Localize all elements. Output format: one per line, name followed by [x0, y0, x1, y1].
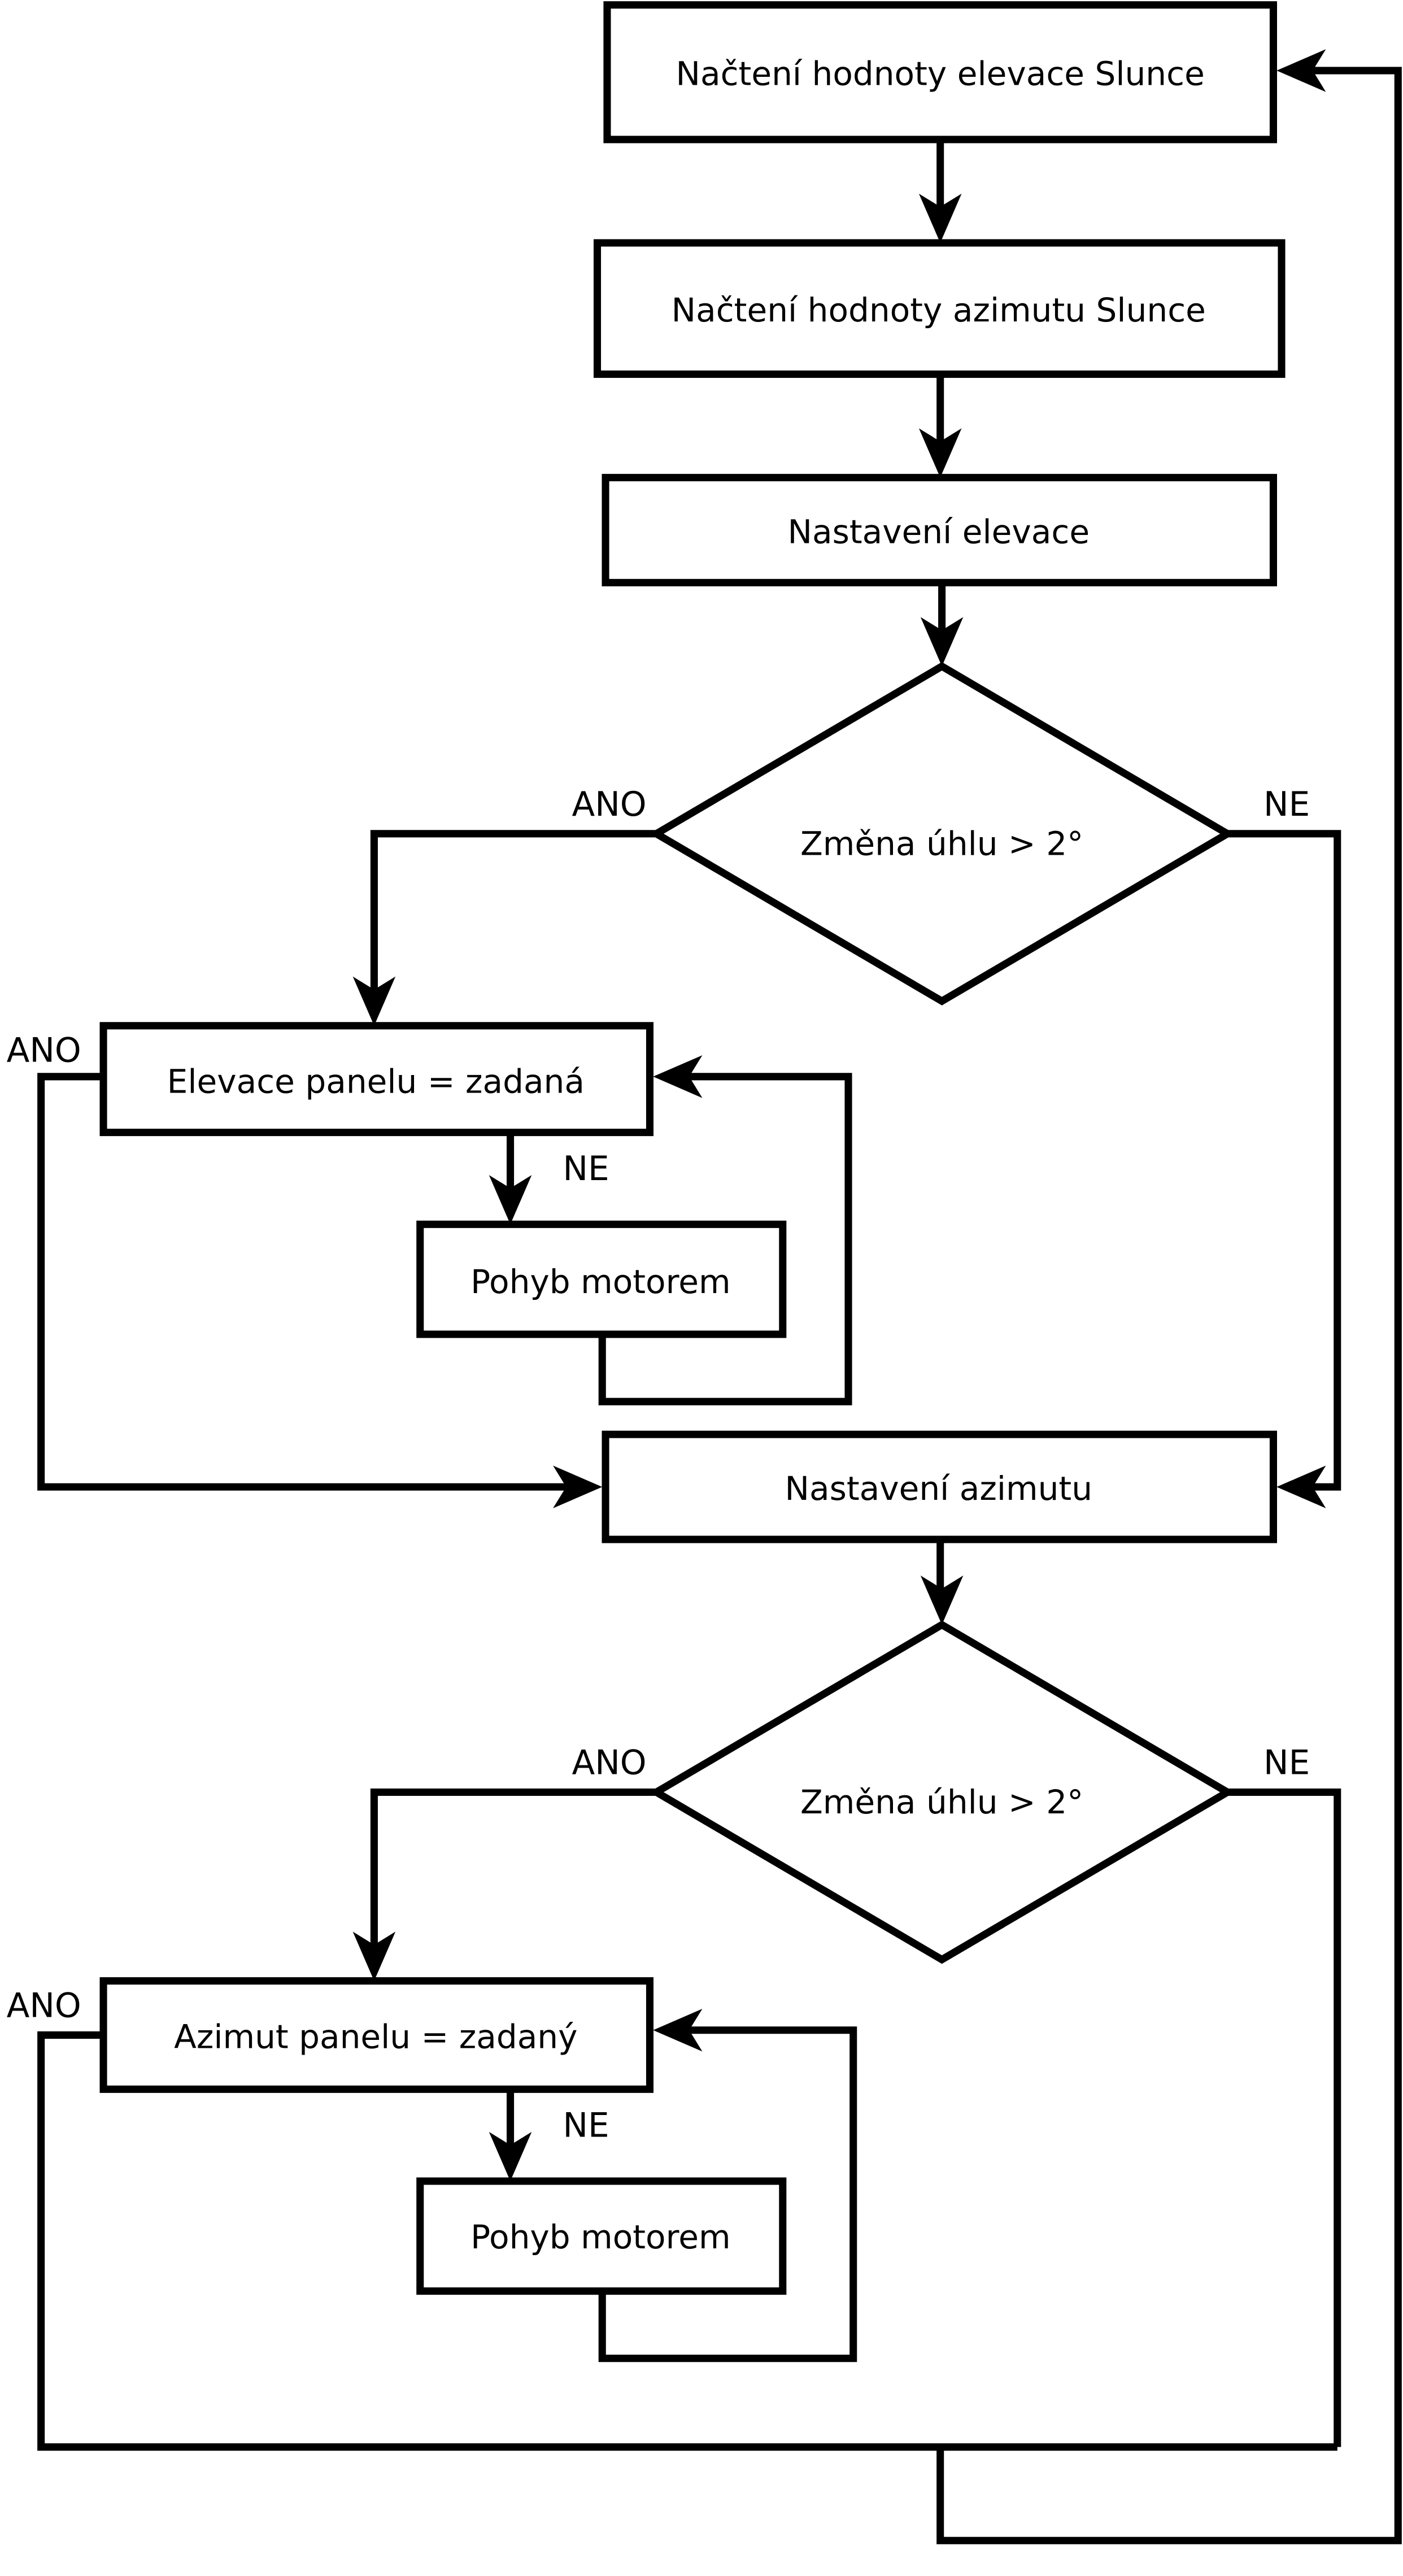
arrowhead-into-read-azimuth	[918, 193, 962, 243]
node-azimuth-equal-label: Azimut panelu = zadaný	[174, 2017, 577, 2056]
branch-label-ne-elevation-equal: NE	[563, 1150, 609, 1189]
node-set-elevation-label: Nastavení elevace	[788, 512, 1090, 551]
edge-decision-azimuth-no	[1227, 1788, 1341, 2447]
node-decision-elevation-label: Změna úhlu > 2°	[800, 824, 1083, 863]
edge-motor-azimuth-loop-back	[598, 2026, 857, 2362]
node-read-elevation-label: Načtení hodnoty elevace Slunce	[676, 55, 1205, 93]
node-set-azimuth-label: Nastavení azimutu	[785, 1469, 1092, 1508]
arrowhead-into-read-elevation	[1276, 49, 1326, 92]
branch-label-ano-azimuth-equal: ANO	[7, 1986, 81, 2025]
edge-feedback-to-start	[936, 67, 1402, 2544]
node-elevation-equal-box	[99, 1022, 654, 1137]
node-set-azimuth-box	[602, 1430, 1277, 1543]
node-elevation-equal-label: Elevace panelu = zadaná	[167, 1063, 585, 1101]
branch-label-ano-decision-elevation: ANO	[572, 785, 647, 824]
edge-azimuth-equal-ano-bottom	[37, 2031, 1337, 2451]
edge-decision-azimuth-yes	[370, 1788, 657, 1948]
node-decision-azimuth-diamond	[649, 1620, 1235, 1964]
arrowhead-into-motor-azimuth	[489, 2131, 532, 2182]
edge-elevation-equal-ano-to-set-azimuth	[37, 1073, 567, 1491]
arrowhead-into-elevation-equal-right	[653, 1055, 703, 1098]
node-read-azimuth-box	[593, 239, 1286, 378]
arrowhead-into-azimuth-equal-right	[653, 2008, 703, 2052]
node-motor-azimuth-label: Pohyb motorem	[470, 2218, 730, 2256]
node-decision-elevation-diamond	[649, 662, 1235, 1006]
arrowhead-into-set-azimuth-right	[1276, 1465, 1326, 1508]
node-motor-elevation-label: Pohyb motorem	[470, 1263, 730, 1301]
branch-label-ne-decision-elevation: NE	[1263, 785, 1310, 824]
edge-decision-elevation-yes	[370, 830, 657, 993]
node-read-elevation-box	[603, 1, 1277, 143]
arrowhead-into-decision-azimuth	[920, 1575, 964, 1625]
branch-label-ano-decision-azimuth: ANO	[572, 1744, 647, 1783]
branch-label-ne-azimuth-equal: NE	[563, 2107, 609, 2146]
arrowhead-into-set-elevation	[918, 428, 962, 478]
arrowhead-into-azimuth-equal-top	[352, 1931, 396, 1981]
node-set-elevation-box	[602, 473, 1277, 586]
edge-decision-elevation-no	[1227, 830, 1341, 1491]
node-motor-elevation-box	[416, 1220, 787, 1338]
edge-motor-elevation-loop-back	[598, 1073, 852, 1406]
node-azimuth-equal-box	[99, 1977, 654, 2093]
branch-label-ano-elevation-equal: ANO	[7, 1032, 81, 1071]
node-read-azimuth-label: Načtení hodnoty azimutu Slunce	[672, 291, 1206, 329]
node-motor-azimuth-box	[416, 2177, 787, 2295]
arrowhead-into-decision-elevation	[920, 617, 964, 667]
arrowhead-into-motor-elevation	[489, 1175, 532, 1225]
branch-label-ne-decision-azimuth: NE	[1263, 1744, 1310, 1783]
arrowhead-into-elevation-equal-top	[352, 976, 396, 1026]
node-decision-azimuth-label: Změna úhlu > 2°	[800, 1783, 1083, 1821]
arrowhead-into-set-azimuth-left	[553, 1465, 603, 1508]
